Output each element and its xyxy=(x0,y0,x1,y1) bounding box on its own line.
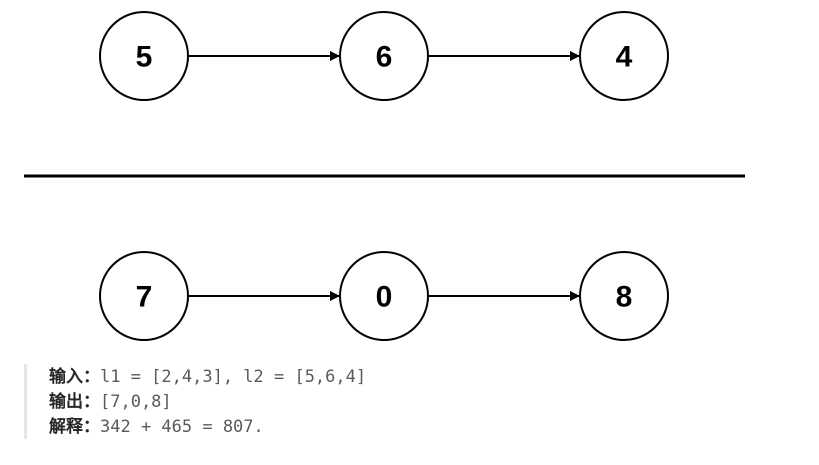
bottom-node-3-value: 8 xyxy=(616,281,633,314)
input-value: l1 = [2,4,3], l2 = [5,6,4] xyxy=(100,367,367,387)
bottom-node-1-value: 7 xyxy=(136,281,153,314)
bottom-node-1: 7 xyxy=(99,251,189,341)
top-node-1: 5 xyxy=(99,11,189,101)
output-label: 输出： xyxy=(49,392,100,412)
bottom-node-2: 0 xyxy=(339,251,429,341)
example-output-line: 输出：[7,0,8] xyxy=(49,389,749,414)
top-node-2-value: 6 xyxy=(376,41,393,74)
example-input-line: 输入：l1 = [2,4,3], l2 = [5,6,4] xyxy=(49,364,749,389)
explain-value: 342 + 465 = 807. xyxy=(100,417,264,437)
bottom-linked-list: 7 0 8 xyxy=(99,251,669,341)
example-block: 输入：l1 = [2,4,3], l2 = [5,6,4] 输出：[7,0,8]… xyxy=(24,364,749,439)
input-label: 输入： xyxy=(49,367,100,387)
top-linked-list: 5 6 4 xyxy=(99,11,669,101)
output-value: [7,0,8] xyxy=(100,392,172,412)
bottom-node-2-value: 0 xyxy=(376,281,393,314)
top-node-2: 6 xyxy=(339,11,429,101)
linked-list-addition-diagram: 5 6 4 7 0 8 xyxy=(24,11,745,341)
bottom-node-3: 8 xyxy=(579,251,669,341)
example-explain-line: 解释：342 + 465 = 807. xyxy=(49,414,749,439)
top-node-1-value: 5 xyxy=(136,41,153,74)
top-node-3-value: 4 xyxy=(616,41,633,74)
explain-label: 解释： xyxy=(49,417,100,437)
top-node-3: 4 xyxy=(579,11,669,101)
